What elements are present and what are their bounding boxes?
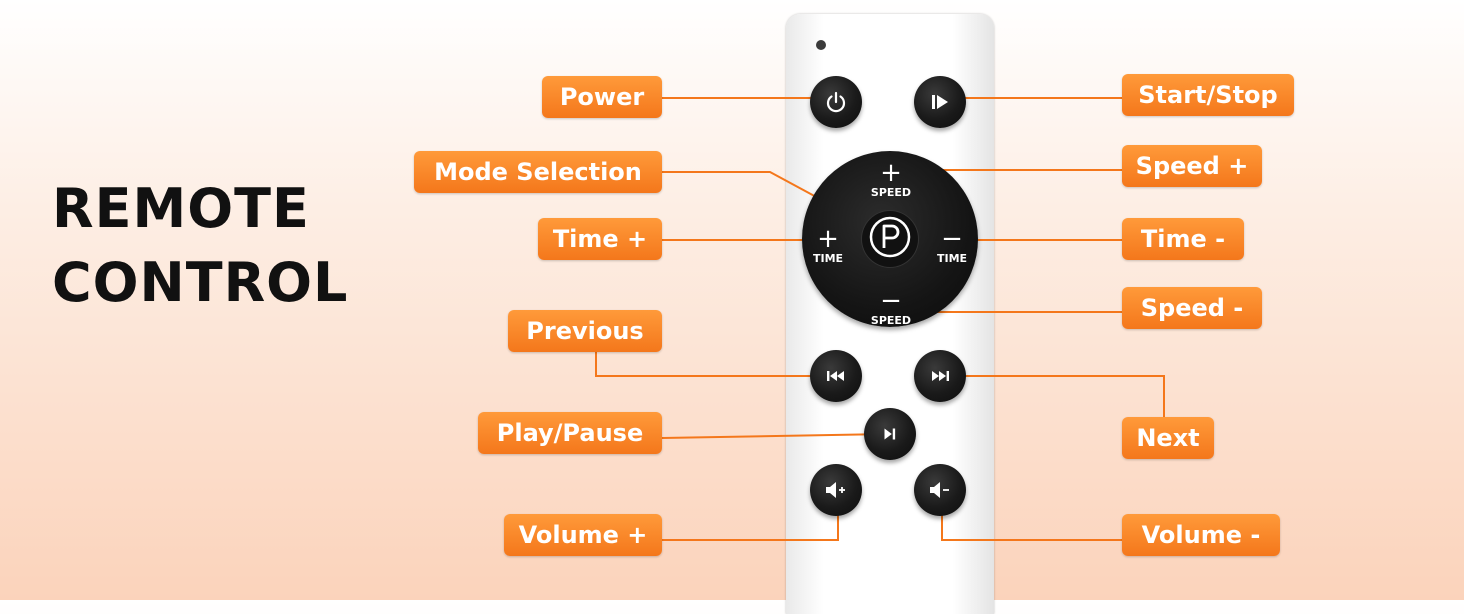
mode-p-icon: [867, 214, 913, 264]
skip-back-icon: [824, 364, 848, 388]
play-pause-icon: [879, 423, 901, 445]
speed-plus-button[interactable]: + SPEED: [866, 160, 916, 198]
power-button[interactable]: [810, 76, 862, 128]
volume-down-icon: [927, 478, 953, 502]
volume-up-icon: [823, 478, 849, 502]
minus-icon: −: [941, 224, 963, 254]
label-power: Power: [542, 76, 662, 118]
title-line-2: CONTROL: [52, 251, 349, 314]
speed-minus-button[interactable]: − SPEED: [866, 288, 916, 326]
play-pause-button[interactable]: [864, 408, 916, 460]
label-next: Next: [1122, 417, 1214, 459]
title-line-1: REMOTE: [52, 177, 310, 240]
time-minus-button[interactable]: − TIME: [930, 226, 974, 264]
label-start-stop: Start/Stop: [1122, 74, 1294, 116]
label-speed-minus: Speed -: [1122, 287, 1262, 329]
label-previous: Previous: [508, 310, 662, 352]
power-icon: [824, 90, 848, 114]
speed-minus-caption: SPEED: [870, 314, 912, 327]
volume-plus-button[interactable]: [810, 464, 862, 516]
indicator-led: [816, 40, 826, 50]
speed-plus-caption: SPEED: [870, 186, 912, 199]
plus-icon: +: [817, 224, 839, 254]
minus-icon: −: [880, 286, 902, 316]
label-time-plus: Time +: [538, 218, 662, 260]
time-minus-caption: TIME: [936, 252, 968, 265]
next-button[interactable]: [914, 350, 966, 402]
label-speed-plus: Speed +: [1122, 145, 1262, 187]
skip-forward-icon: [928, 364, 952, 388]
volume-minus-button[interactable]: [914, 464, 966, 516]
label-time-minus: Time -: [1122, 218, 1244, 260]
previous-button[interactable]: [810, 350, 862, 402]
time-plus-button[interactable]: + TIME: [806, 226, 850, 264]
start-stop-icon: [928, 90, 952, 114]
label-play-pause: Play/Pause: [478, 412, 662, 454]
remote-control-diagram: REMOTE CONTROL: [52, 14, 1294, 614]
plus-icon: +: [880, 158, 902, 188]
label-volume-minus: Volume -: [1122, 514, 1280, 556]
label-mode-selection: Mode Selection: [414, 151, 662, 193]
mode-selection-button[interactable]: [862, 211, 918, 267]
label-volume-plus: Volume +: [504, 514, 662, 556]
start-stop-button[interactable]: [914, 76, 966, 128]
time-plus-caption: TIME: [812, 252, 844, 265]
